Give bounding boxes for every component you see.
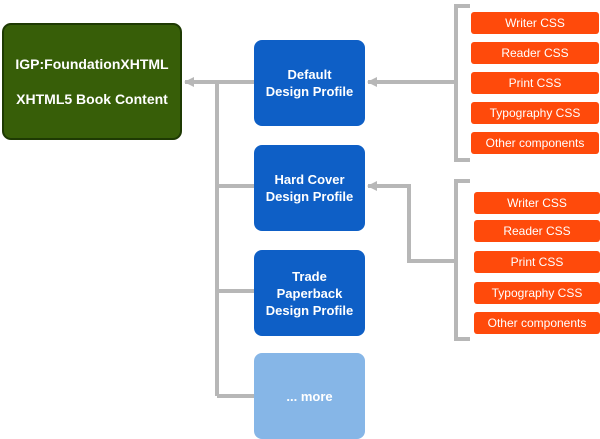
profile-more: ... more: [254, 353, 365, 439]
component-print-css: Print CSS: [474, 251, 600, 273]
bracket-2-arrow: [367, 181, 456, 263]
profile-hard-cover: Hard Cover Design Profile: [254, 145, 365, 231]
component-reader-css: Reader CSS: [471, 42, 599, 64]
profile-label-line: Trade: [292, 268, 327, 284]
component-other: Other components: [471, 132, 599, 154]
component-label: Other components: [487, 316, 587, 330]
root-title: IGP:FoundationXHTML: [15, 56, 169, 73]
component-label: Reader CSS: [503, 224, 571, 238]
profile-default: Default Design Profile: [254, 40, 365, 126]
component-label: Writer CSS: [505, 16, 565, 30]
component-typography-css: Typography CSS: [474, 282, 600, 304]
component-label: Print CSS: [510, 255, 564, 269]
component-label: Writer CSS: [507, 196, 567, 210]
component-label: Typography CSS: [489, 106, 581, 120]
root-node: IGP:FoundationXHTML XHTML5 Book Content: [2, 23, 182, 140]
component-print-css: Print CSS: [471, 72, 599, 94]
component-reader-css: Reader CSS: [474, 220, 600, 242]
component-other: Other components: [474, 312, 600, 334]
profile-label-line: Hard Cover: [274, 172, 345, 187]
profile-label-line: Design Profile: [265, 302, 354, 318]
profile-label-line: ... more: [286, 388, 333, 404]
root-subtitle: XHTML5 Book Content: [16, 90, 168, 107]
component-typography-css: Typography CSS: [471, 102, 599, 124]
profile-label-line: Default: [287, 67, 332, 82]
component-label: Typography CSS: [491, 286, 583, 300]
component-writer-css: Writer CSS: [471, 12, 599, 34]
component-label: Other components: [485, 136, 585, 150]
component-label: Print CSS: [508, 76, 562, 90]
component-writer-css: Writer CSS: [474, 192, 600, 214]
profile-trade-paperback: Trade Paperback Design Profile: [254, 250, 365, 336]
profile-label-line: Design Profile: [265, 189, 354, 204]
profile-label-line: Design Profile: [265, 84, 354, 99]
profile-label-line: Paperback: [276, 285, 343, 301]
component-label: Reader CSS: [501, 46, 569, 60]
